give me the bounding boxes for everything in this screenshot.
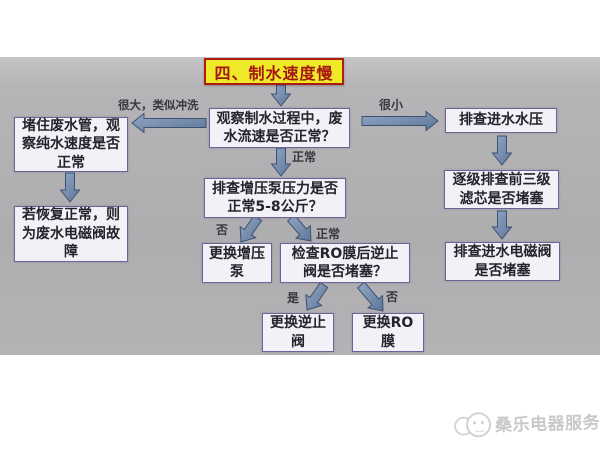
node-replace-ro-membrane: 更换RO膜	[352, 313, 424, 352]
node-check-first-three-filters: 逐级排查前三级滤芯是否堵塞	[444, 170, 559, 209]
edge-label-pump-normal: 正常	[316, 227, 341, 241]
node-check-inlet-pressure: 排查进水水压	[445, 108, 557, 133]
edge-label-very-large: 很大，类似冲洗	[118, 98, 199, 112]
node-check-pump-pressure: 排查增压泵压力是否正常5-8公斤？	[204, 178, 346, 218]
node-observe-waste-flow: 观察制水过程中，废水流速是否正常？	[209, 108, 350, 148]
smiley-sun-icon	[453, 408, 494, 439]
watermark: 桑乐电器服务	[453, 405, 600, 439]
edge-label-valve-no: 否	[386, 290, 399, 304]
node-block-waste-pipe: 堵住废水管，观察纯水速度是否正常	[14, 117, 128, 172]
edge-label-pump-no: 否	[216, 223, 229, 237]
edge-label-very-small: 很小	[379, 98, 404, 112]
flowchart-title-text: 四、制水速度慢	[214, 63, 334, 83]
node-check-inlet-valve: 排查进水电磁阀是否堵塞	[445, 242, 560, 281]
node-replace-pump: 更换增压泵	[202, 243, 272, 283]
edge-label-valve-yes: 是	[287, 291, 300, 305]
watermark-text: 桑乐电器服务	[494, 412, 600, 436]
node-waste-valve-fault: 若恢复正常，则为废水电磁阀故障	[14, 206, 128, 262]
flowchart-title: 四、制水速度慢	[204, 58, 344, 85]
node-check-ro-check-valve: 检查RO膜后逆止阀是否堵塞？	[280, 243, 410, 283]
node-replace-check-valve: 更换逆止阀	[262, 313, 334, 352]
edge-label-normal-flow: 正常	[292, 150, 317, 164]
